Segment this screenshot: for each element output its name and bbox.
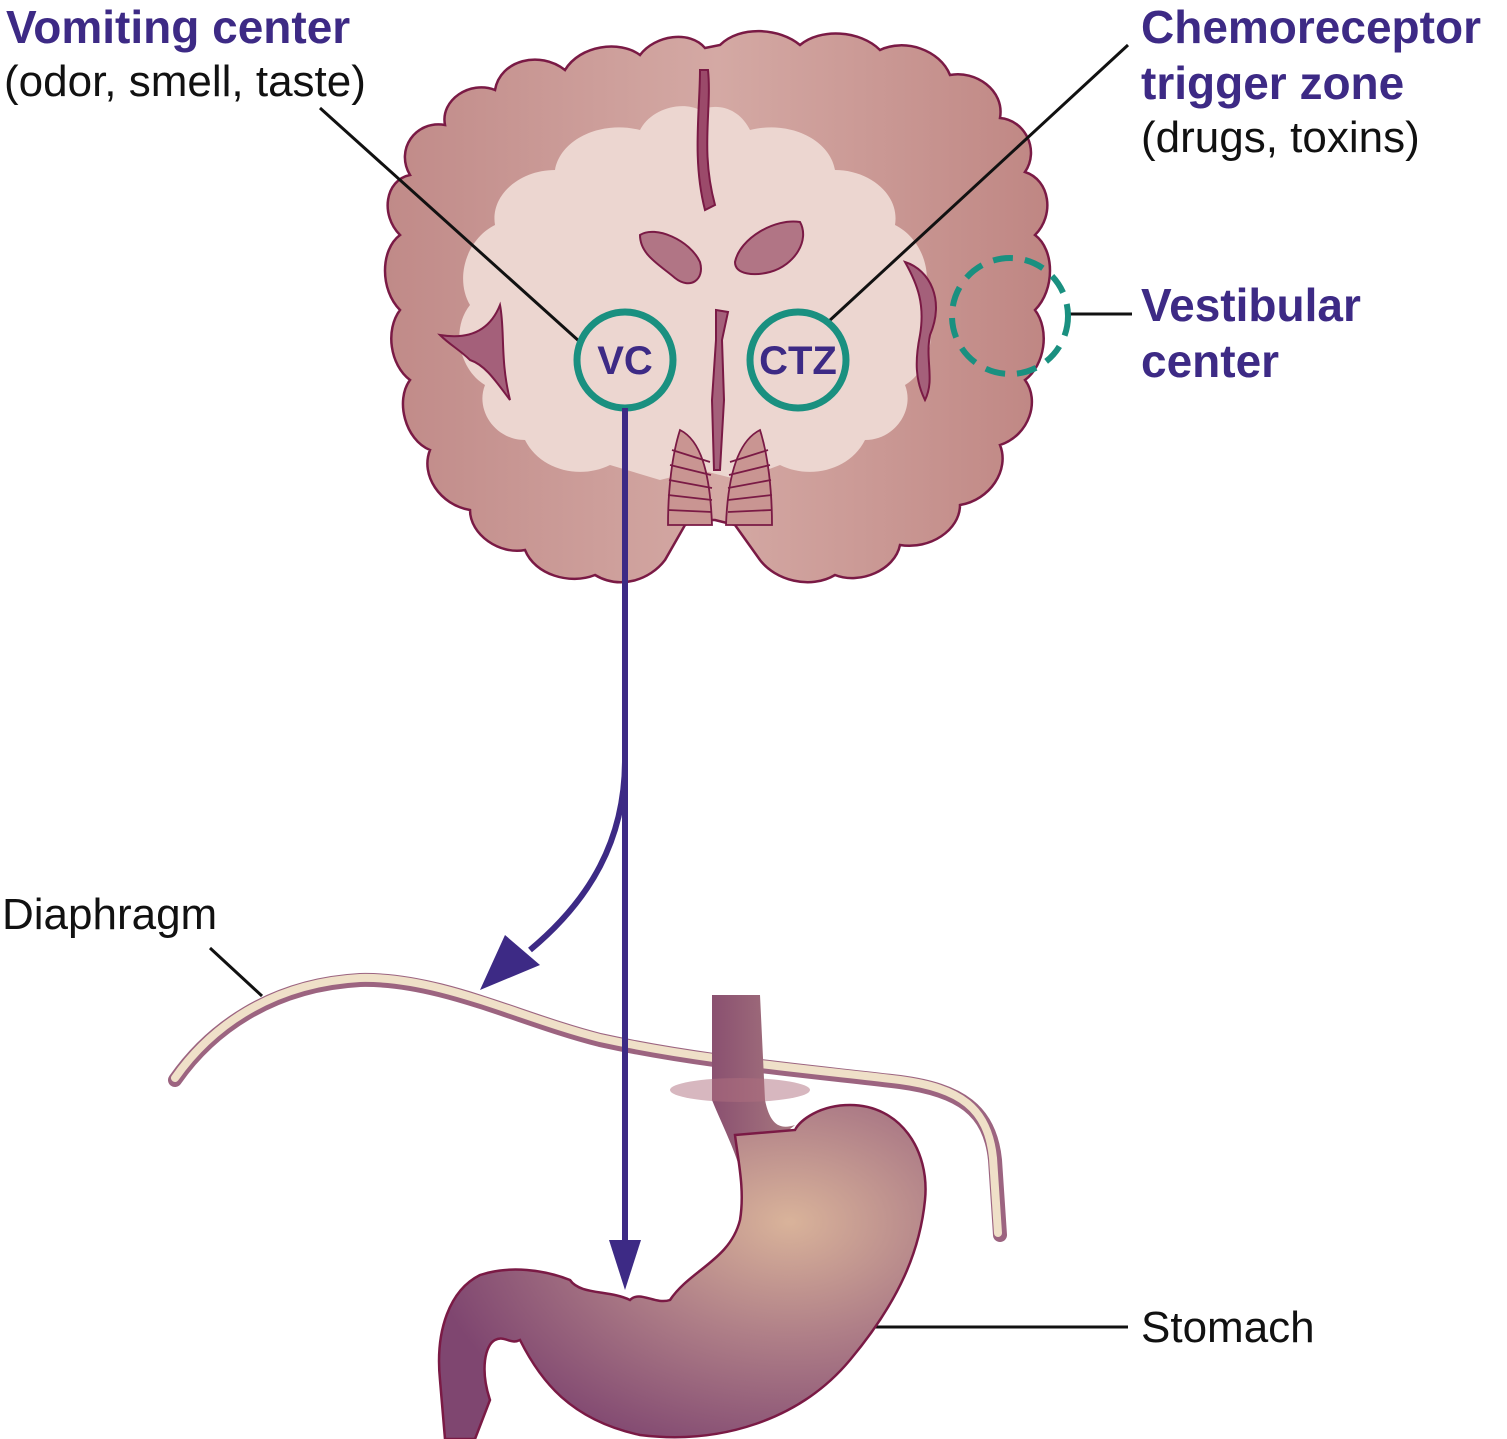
- ctz-title-line1: Chemoreceptor: [1141, 1, 1481, 53]
- stomach: [437, 1103, 927, 1439]
- vestibular-title-line2: center: [1141, 335, 1280, 387]
- vc-to-diaphragm-arrow: [480, 759, 628, 990]
- diaphragm-label: Diaphragm: [2, 890, 218, 939]
- diaphragm-leader-line: [208, 946, 264, 998]
- third-ventricle: [710, 308, 730, 471]
- left-ventricle: [638, 230, 702, 285]
- vomiting-center-subtitle: (odor, smell, taste): [4, 57, 366, 106]
- esophageal-hiatus: [670, 1078, 810, 1102]
- left-lateral-sulcus: [437, 301, 511, 401]
- brainstem: [667, 428, 773, 526]
- right-lateral-sulcus: [902, 260, 937, 403]
- vc-to-stomach-arrow: [609, 408, 641, 1290]
- vestibular-title-line1: Vestibular: [1141, 279, 1361, 331]
- stomach-label: Stomach: [1141, 1303, 1315, 1352]
- diaphragm-highlight: [171, 973, 1002, 1237]
- ctz-leader-line: [826, 43, 1130, 324]
- vc-leader-line: [318, 106, 582, 344]
- right-ventricle: [733, 220, 805, 276]
- brain-white-matter: [459, 106, 931, 480]
- ctz-circle-label: CTZ: [759, 339, 837, 383]
- ctz-subtitle: (drugs, toxins): [1141, 113, 1420, 162]
- vomiting-center-title: Vomiting center: [6, 1, 351, 53]
- vc-circle-label: VC: [597, 339, 653, 383]
- ctz-title-line2: trigger zone: [1141, 57, 1405, 109]
- vestibular-center-dashed-circle: [949, 255, 1071, 377]
- brain-coronal-section: [383, 29, 1052, 584]
- ctz-circle: CTZ: [746, 308, 850, 412]
- longitudinal-fissure: [696, 69, 717, 212]
